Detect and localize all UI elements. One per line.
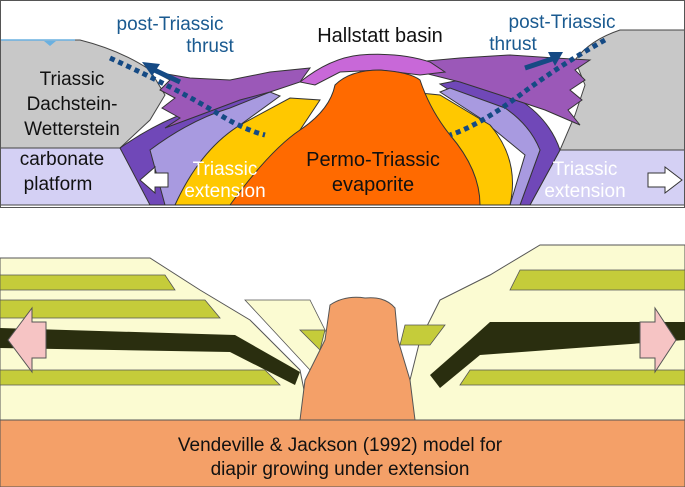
label-right-thrust-line1: post-Triassic — [509, 12, 616, 33]
label-right-extension-line2: extension — [544, 181, 625, 202]
top-cross-section: Hallstatt basin post-Triassic thrust pos… — [0, 0, 685, 208]
label-platform-line5: platform — [24, 174, 93, 195]
bottom-cross-section: Vendeville & Jackson (1992) model for di… — [0, 245, 685, 487]
caption-line1: Vendeville & Jackson (1992) model for — [178, 435, 503, 456]
label-evaporite-line1: Permo-Triassic — [306, 149, 440, 171]
label-platform-line2: Dachstein- — [27, 94, 118, 115]
label-platform-line4: carbonate — [20, 149, 105, 170]
label-evaporite-line2: evaporite — [332, 174, 414, 196]
left-olive-band-3 — [0, 370, 280, 385]
right-olive-band-2 — [460, 370, 685, 385]
label-basin: Hallstatt basin — [317, 25, 443, 47]
label-platform-line3: Wetterstein — [24, 119, 120, 140]
left-olive-band-1 — [0, 275, 175, 290]
label-right-extension-line1: Triassic — [553, 159, 618, 180]
label-left-thrust-line2: thrust — [186, 36, 234, 57]
label-left-thrust-line1: post-Triassic — [117, 14, 224, 35]
left-olive-band-2 — [0, 300, 220, 318]
label-left-extension-line1: Triassic — [193, 159, 258, 180]
right-olive-band-1 — [510, 270, 685, 290]
label-left-extension-line2: extension — [184, 181, 265, 202]
caption-line2: diapir growing under extension — [211, 459, 470, 480]
label-platform-line1: Triassic — [40, 69, 105, 90]
label-right-thrust-line2: thrust — [489, 34, 537, 55]
